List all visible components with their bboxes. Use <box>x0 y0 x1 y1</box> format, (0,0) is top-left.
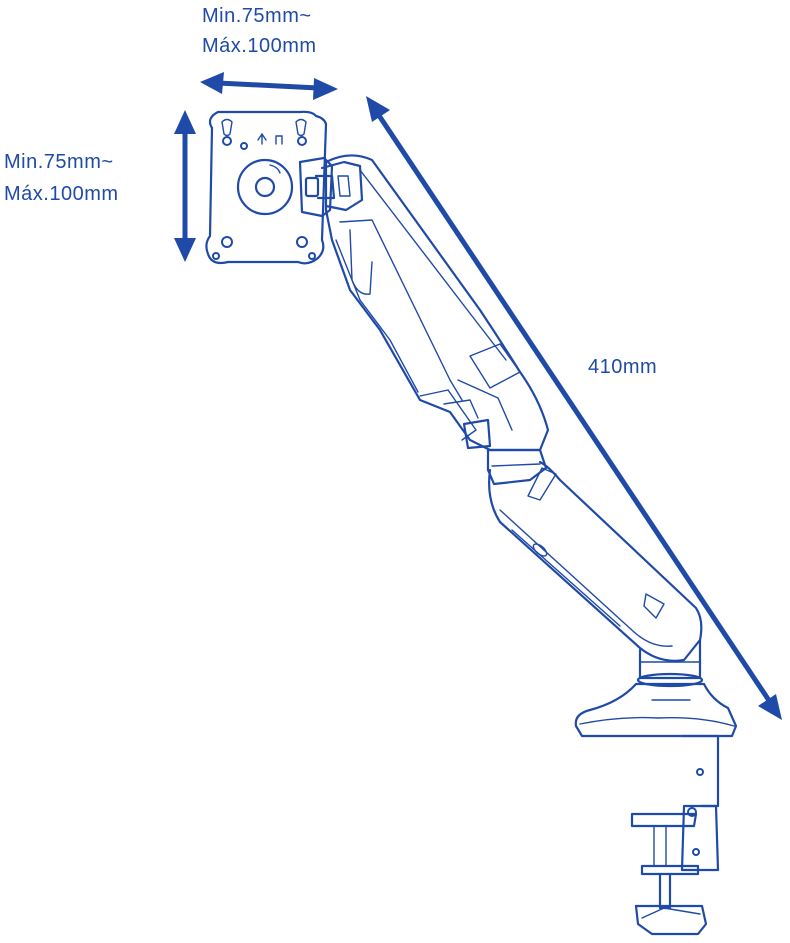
arm-length-label: 410mm <box>588 356 657 378</box>
tilt-head <box>298 156 364 218</box>
vesa-plate <box>205 110 328 265</box>
upper-arm <box>324 154 550 452</box>
left-height-dimension-arrow <box>174 110 196 262</box>
vertical-pole <box>636 638 704 688</box>
top-width-min-label: Min.75mm~ <box>202 5 312 27</box>
top-width-dimension-arrow <box>200 72 338 100</box>
lower-arm <box>488 460 703 662</box>
desk-base <box>574 682 738 738</box>
elbow-joint <box>486 448 548 486</box>
left-height-max-label: Máx.100mm <box>4 183 119 205</box>
left-height-min-label: Min.75mm~ <box>4 151 114 173</box>
top-width-max-label: Máx.100mm <box>202 35 317 57</box>
desk-clamp <box>630 734 720 936</box>
arm-length-dimension-arrow <box>366 96 782 720</box>
